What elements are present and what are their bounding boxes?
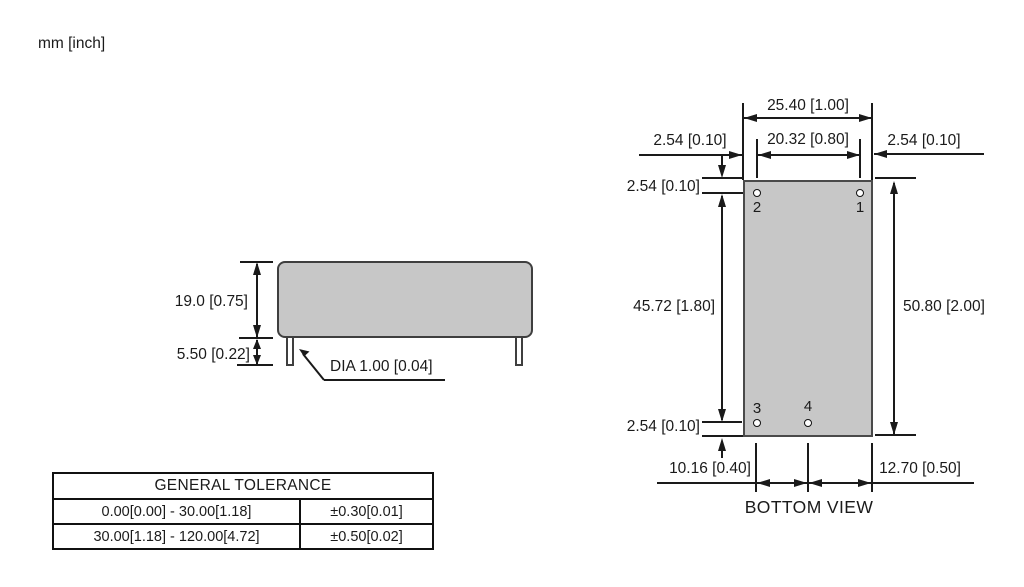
dimension-line xyxy=(721,446,723,458)
arrowhead-down xyxy=(253,355,261,365)
dim-pin-diameter-label: DIA 1.00 [0.04] xyxy=(330,358,433,375)
dim-pin-span-y-label: 45.72 [1.80] xyxy=(633,298,715,315)
table-title: GENERAL TOLERANCE xyxy=(52,472,434,500)
witness-line xyxy=(871,103,873,180)
dim-margin-left-label: 2.54 [0.10] xyxy=(653,132,727,149)
tolerance-table: GENERAL TOLERANCE 0.00[0.00] - 30.00[1.1… xyxy=(52,472,434,550)
arrowhead-down xyxy=(718,409,726,422)
witness-line xyxy=(742,103,744,180)
table-row: 0.00[0.00] - 30.00[1.18] ±0.30[0.01] xyxy=(52,498,434,525)
arrowhead-left xyxy=(809,479,822,487)
arrowhead-down xyxy=(890,422,898,435)
dimension-line xyxy=(256,264,258,338)
pin-3-hole xyxy=(753,419,761,427)
dim-pin-span-x-label: 20.32 [0.80] xyxy=(767,131,849,148)
tolerance-range: 30.00[1.18] - 120.00[4.72] xyxy=(52,523,301,550)
arrowhead-down xyxy=(253,325,261,338)
dimension-line xyxy=(757,154,861,156)
dim-body-height-label: 19.0 [0.75] xyxy=(174,293,248,310)
dimension-line xyxy=(721,156,723,168)
arrowhead-up xyxy=(718,194,726,207)
pin-3-label: 3 xyxy=(752,400,762,417)
witness-line xyxy=(755,443,757,492)
arrowhead-right xyxy=(729,151,742,159)
bottom-view-title: BOTTOM VIEW xyxy=(744,497,874,517)
witness-line xyxy=(756,139,758,178)
arrowhead-left xyxy=(757,479,770,487)
pin-2-label: 2 xyxy=(752,199,762,216)
pin-1-hole xyxy=(856,189,864,197)
dim-bottom-pin-offset-label: 2.54 [0.10] xyxy=(626,418,700,435)
arrowhead-up xyxy=(890,181,898,194)
arrowhead-left xyxy=(744,114,757,122)
dimension-line xyxy=(256,340,258,365)
tolerance-value: ±0.30[0.01] xyxy=(299,498,434,525)
witness-line xyxy=(702,435,743,437)
tolerance-value: ±0.50[0.02] xyxy=(299,523,434,550)
witness-line xyxy=(807,443,809,492)
dim-body-height-label: 50.80 [2.00] xyxy=(903,298,985,315)
witness-line xyxy=(875,434,916,436)
pin-4-label: 4 xyxy=(803,398,813,415)
arrowhead-right xyxy=(858,479,871,487)
tolerance-range: 0.00[0.00] - 30.00[1.18] xyxy=(52,498,301,525)
witness-line xyxy=(702,177,742,179)
side-view-body xyxy=(277,261,533,338)
pin-1-label: 1 xyxy=(855,199,865,216)
leader-line xyxy=(299,349,445,381)
arrowhead-right xyxy=(859,114,872,122)
witness-line xyxy=(871,443,873,492)
witness-line xyxy=(859,139,861,178)
dim-pin4-to-edge-label: 12.70 [0.50] xyxy=(879,460,961,477)
dim-pin-length-label: 5.50 [0.22] xyxy=(176,346,250,363)
dimension-line xyxy=(639,154,742,156)
table-row: 30.00[1.18] - 120.00[4.72] ±0.50[0.02] xyxy=(52,523,434,550)
dim-top-pin-offset-label: 2.54 [0.10] xyxy=(626,178,700,195)
dimension-line xyxy=(744,117,872,119)
table-header-row: GENERAL TOLERANCE xyxy=(52,472,434,500)
arrowhead-down xyxy=(718,165,726,178)
side-view-pin-right xyxy=(515,338,523,366)
witness-line xyxy=(702,192,743,194)
side-view-pin-left xyxy=(286,338,294,366)
arrowhead-right xyxy=(794,479,807,487)
arrowhead-left xyxy=(874,150,887,158)
dimension-line xyxy=(721,196,723,420)
pin-2-hole xyxy=(753,189,761,197)
witness-line xyxy=(702,421,742,423)
pin-4-hole xyxy=(804,419,812,427)
dimension-line xyxy=(893,183,895,435)
witness-line xyxy=(237,364,273,366)
units-label: mm [inch] xyxy=(38,35,106,52)
arrowhead-up xyxy=(253,339,261,349)
dim-pin3-to-pin4-label: 10.16 [0.40] xyxy=(669,460,751,477)
arrowhead-left xyxy=(758,151,771,159)
witness-line xyxy=(239,337,273,339)
witness-line xyxy=(875,177,916,179)
dim-body-width-label: 25.40 [1.00] xyxy=(767,97,849,114)
arrowhead-up xyxy=(253,262,261,275)
dim-margin-right-label: 2.54 [0.10] xyxy=(887,132,961,149)
arrowhead-right xyxy=(847,151,860,159)
dimension-line xyxy=(874,153,984,155)
bottom-view-body xyxy=(743,180,873,437)
arrowhead-up xyxy=(718,438,726,451)
